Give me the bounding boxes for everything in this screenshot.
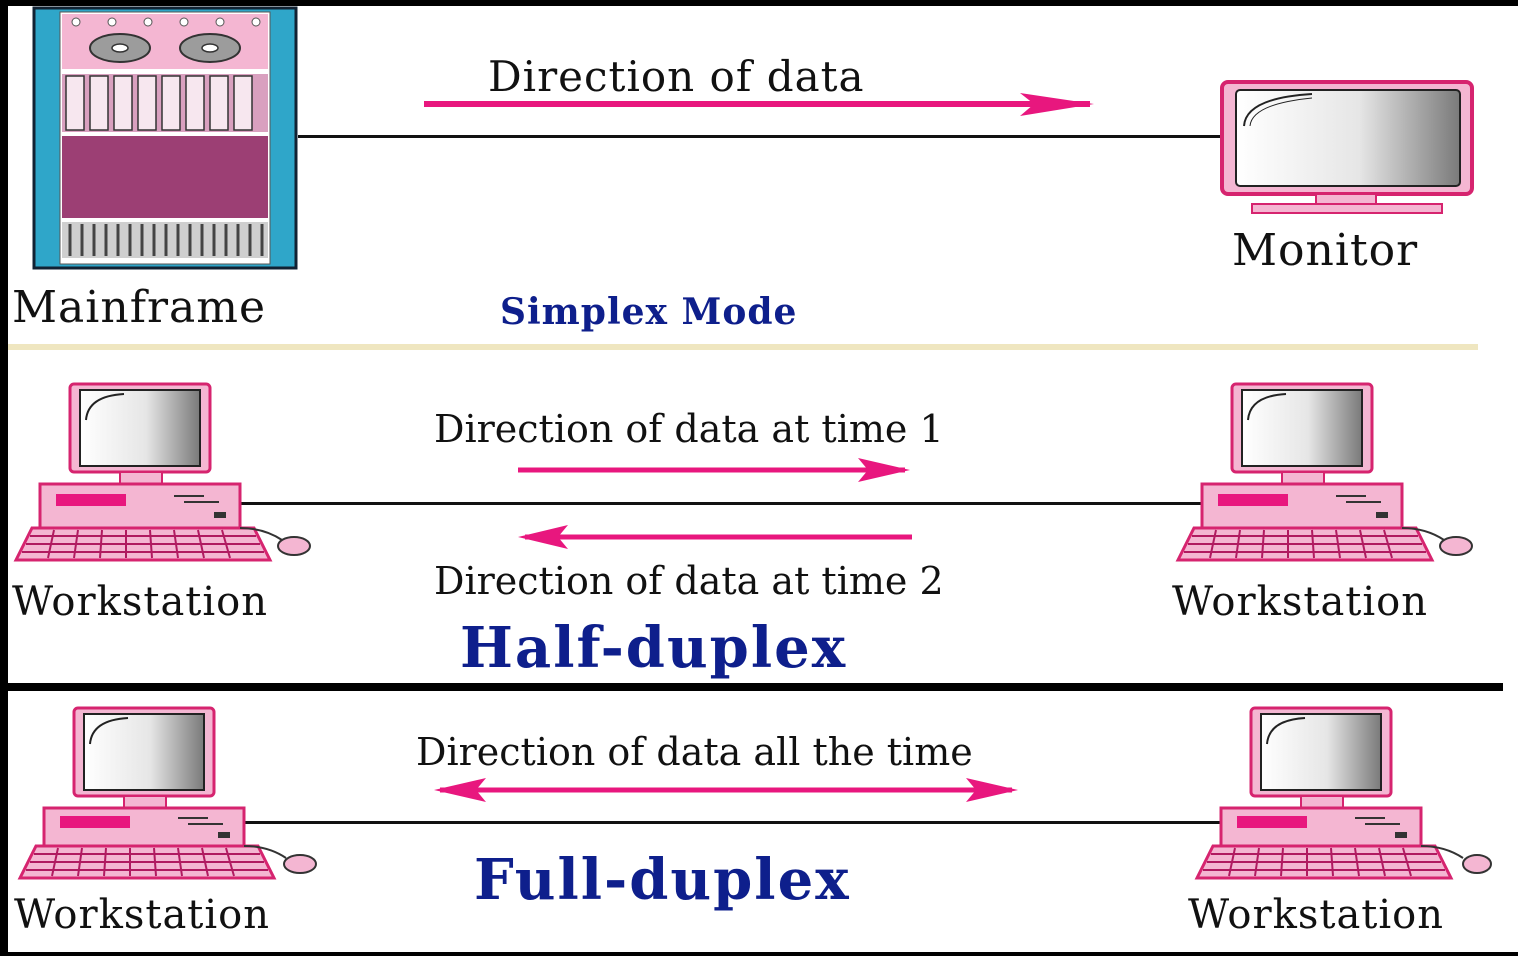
workstation-icon bbox=[17, 706, 317, 880]
half-duplex-arrow2-label: Direction of data at time 2 bbox=[434, 559, 944, 603]
half-duplex-right-label: Workstation bbox=[1172, 579, 1428, 625]
monitor-icon bbox=[1220, 80, 1474, 214]
workstation-icon bbox=[13, 382, 311, 562]
full-duplex-mode-title: Full-duplex bbox=[474, 847, 851, 913]
divider-gap bbox=[1478, 344, 1518, 350]
full-duplex-right-label: Workstation bbox=[1188, 892, 1444, 938]
simplex-link bbox=[298, 135, 1222, 138]
mainframe-label: Mainframe bbox=[12, 282, 267, 333]
half-duplex-left-label: Workstation bbox=[12, 579, 268, 625]
monitor-label: Monitor bbox=[1232, 225, 1419, 276]
mainframe-icon bbox=[32, 6, 298, 270]
right-edge bbox=[1503, 350, 1518, 691]
half-duplex-mode-title: Half-duplex bbox=[460, 615, 848, 681]
section-divider bbox=[8, 344, 1478, 350]
simplex-mode-title: Simplex Mode bbox=[500, 291, 798, 333]
full-duplex-arrow-label: Direction of data all the time bbox=[416, 730, 973, 774]
full-duplex-left-label: Workstation bbox=[14, 892, 270, 938]
workstation-icon bbox=[1175, 382, 1473, 562]
section-divider-dark bbox=[8, 683, 1503, 691]
workstation-icon bbox=[1194, 706, 1492, 880]
half-duplex-arrow1-label: Direction of data at time 1 bbox=[434, 407, 944, 451]
full-duplex-link bbox=[245, 821, 1225, 824]
simplex-arrow-label: Direction of data bbox=[488, 52, 865, 101]
half-duplex-link bbox=[240, 502, 1205, 505]
